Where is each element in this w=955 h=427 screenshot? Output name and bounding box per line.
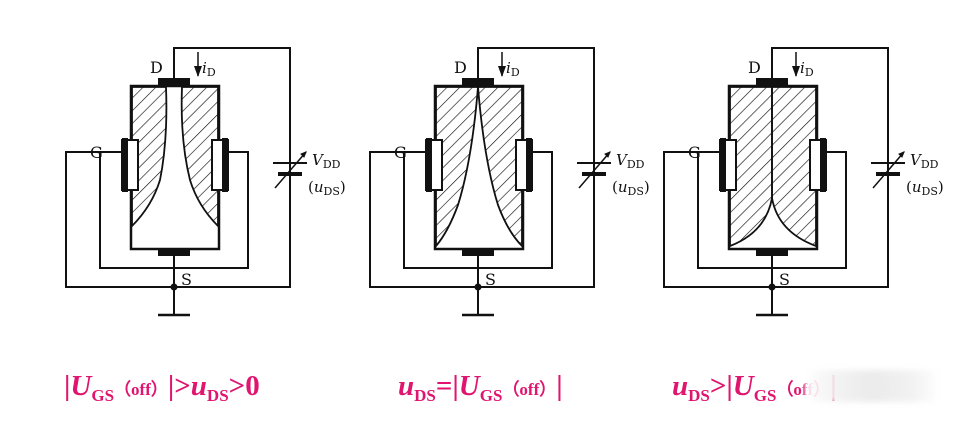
drain-contact [756,78,788,86]
current-label: iD [506,59,520,79]
current-label: iD [202,59,216,79]
uds-label: (uDS) [612,178,650,198]
drain-label: D [150,58,163,77]
source-contact [158,249,190,256]
greater-than: > [709,370,727,402]
source-contact [756,249,788,256]
gate-label: G [90,143,103,162]
source-label: S [779,270,790,289]
gate-label: G [394,143,407,162]
greater-than: > [174,370,191,402]
uds-subscript: DS [688,386,710,405]
source-contact [462,249,494,256]
gate-left-bar [426,138,432,192]
uds-label: (uDS) [906,178,944,198]
uds-subscript: DS [414,386,436,405]
abs-bar-left: | [64,370,71,402]
abs-bar-left: | [726,370,733,402]
drain-label: D [454,58,467,77]
depletion-left [131,86,168,229]
drain-label: D [748,58,761,77]
ugs-subscript: GS [91,386,115,405]
supply-battery [273,151,307,189]
abs-bar-right: | [556,370,563,402]
source-node [170,283,178,291]
ugs-symbol: U [458,370,480,402]
uds-label: (uDS) [308,178,346,198]
supply-battery [871,151,905,189]
uds-symbol: u [190,370,207,402]
gate-right-bar [820,138,826,192]
jfet-diagram-2: D iD G S VDD (uDS) [368,46,650,317]
gate-left-bar [122,138,128,192]
drain-contact [158,78,190,86]
depletion-right [771,86,817,248]
depletion-right [180,86,219,229]
uds-symbol: u [398,370,415,402]
supply-label: VDD [312,151,341,171]
source-label: S [485,270,496,289]
caption-condition-2: uDS=|UGS（off）| [398,364,563,408]
jfet-diagram-3: D iD G S VDD (uDS) [662,46,944,317]
depletion-right [477,86,523,249]
off-subscript: （off） [114,380,168,399]
source-node [474,283,482,291]
drain-contact [462,78,494,86]
greater-than: > [228,370,246,402]
supply-label: VDD [616,151,645,171]
abs-bar-left: | [452,370,459,402]
watermark-blur [805,370,940,402]
supply-battery [577,151,611,189]
ugs-symbol: U [732,370,754,402]
source-label: S [181,270,192,289]
equals: = [435,370,453,402]
ugs-subscript: GS [753,386,777,405]
gate-right-bar [222,138,228,192]
source-node [768,283,776,291]
gate-right-bar [526,138,532,192]
jfet-diagram-1: D iD G S VDD (uDS) [64,46,346,317]
ugs-subscript: GS [479,386,503,405]
current-label: iD [800,59,814,79]
uds-symbol: u [672,370,689,402]
zero: 0 [245,370,260,402]
depletion-left [435,86,479,249]
uds-subscript: DS [206,386,229,405]
abs-bar-right: | [167,370,175,402]
off-subscript: （off） [502,380,557,399]
ugs-symbol: U [70,370,92,402]
supply-label: VDD [910,151,939,171]
caption-condition-1: |UGS（off）|>uDS>0 [64,364,260,408]
gate-label: G [688,143,701,162]
gate-left-bar [720,138,726,192]
